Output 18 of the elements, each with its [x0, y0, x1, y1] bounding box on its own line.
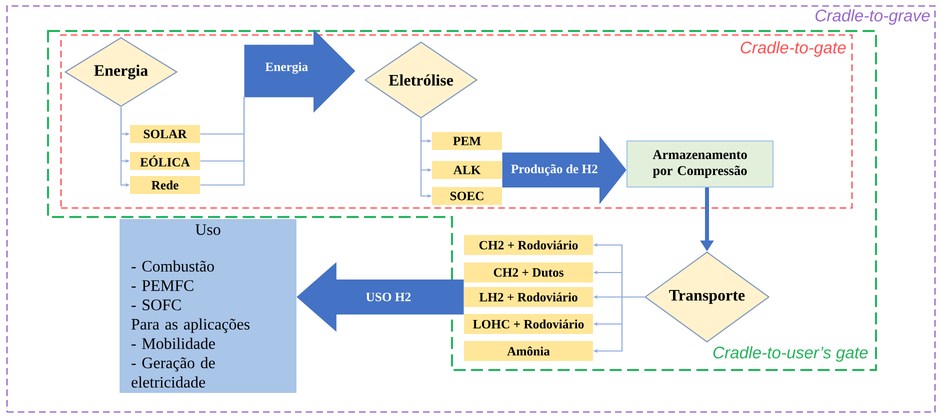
scope-label: Cradle-to-gate [740, 41, 846, 57]
option-box: LOHC + Rodoviário [464, 314, 593, 334]
option-box: SOEC [432, 187, 502, 205]
option-box: ALK [432, 161, 502, 179]
option-box: LH2 + Rodoviário [464, 287, 593, 307]
storage-box: Armazenamento por Compressão [626, 140, 774, 188]
scope-label: Cradle-to-user’s gate [713, 346, 868, 362]
option-box: SOLAR [130, 125, 200, 143]
usage-box: Uso - Combustão - PEMFC - SOFC Para as aplicações - Mobilidade - Geração de eletricidade [120, 219, 296, 393]
option-box: EÓLICA [130, 152, 200, 170]
option-box: PEM [432, 132, 502, 150]
option-box: CH2 + Dutos [464, 262, 593, 282]
option-box: Amônia [464, 341, 593, 361]
option-box: CH2 + Rodoviário [464, 235, 593, 255]
edge-label: USO H2 [366, 292, 411, 302]
edge-label: Produção de H2 [511, 164, 598, 176]
scope-label: Cradle-to-grave [816, 9, 930, 25]
option-box: Rede [130, 176, 200, 194]
